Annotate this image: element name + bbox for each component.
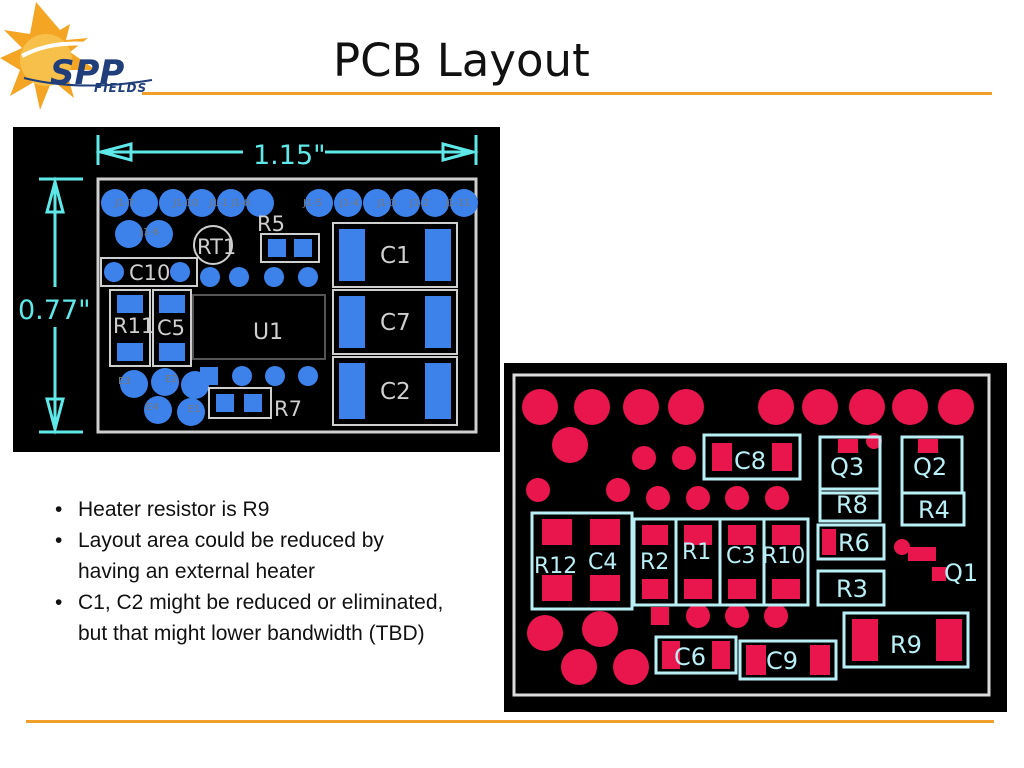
list-item: • C1, C2 might be reduced or eliminated, … xyxy=(48,587,448,649)
rt1-label: RT1 xyxy=(197,235,236,259)
c2-label: C2 xyxy=(380,379,411,405)
c3-label: C3 xyxy=(726,544,755,569)
board-outline xyxy=(96,177,478,434)
r7-label: R7 xyxy=(274,397,302,421)
sun-logo-icon: SPP FIELDS xyxy=(0,2,153,110)
bullet-dot-icon: • xyxy=(55,498,63,521)
c10-outline xyxy=(100,257,198,287)
spp-fields-logo: SPP FIELDS xyxy=(0,0,170,118)
u1-outline xyxy=(192,294,326,360)
q2-label: Q2 xyxy=(913,453,947,481)
pin-label: J1-6 xyxy=(139,227,159,238)
c1-label: C1 xyxy=(380,243,411,269)
pin-label: E4 xyxy=(146,402,159,413)
r6-label: R6 xyxy=(838,529,870,557)
pin-label: J1-10 xyxy=(172,198,199,209)
list-item: • Heater resistor is R9 xyxy=(48,494,448,525)
connector-pads xyxy=(101,189,478,426)
pin-label: J1-1 xyxy=(208,198,228,209)
pin-label: J1-11 xyxy=(444,198,471,209)
bullet-text: Layout area could be reduced by having a… xyxy=(78,529,384,583)
r3-label: R3 xyxy=(836,575,868,603)
rt1-outline xyxy=(193,225,233,265)
page-title: PCB Layout xyxy=(333,34,590,87)
bullet-list: • Heater resistor is R9 • Layout area coul… xyxy=(48,494,448,649)
c4-label: C4 xyxy=(588,550,617,575)
pin-label-group: J1-7 J1-10 J1-1 J1-8 J1-5 J1-4 J1-3 J1-2… xyxy=(114,198,471,415)
bullet-text: C1, C2 might be reduced or eliminated, b… xyxy=(78,591,444,645)
r1-label: R1 xyxy=(682,540,711,565)
r5-label: R5 xyxy=(257,212,285,236)
q1-label: Q1 xyxy=(944,559,978,587)
pcb-top-layer-image: 1.15" 0.77" J1-7 J1-10 J1-1 J1-8 J1-5 xyxy=(13,127,500,452)
c10-label: C10 xyxy=(129,261,170,285)
width-dimension xyxy=(95,135,479,165)
width-dimension-label: 1.15" xyxy=(253,140,326,171)
pin-label: J1-5 xyxy=(302,198,322,209)
c7-label: C7 xyxy=(380,310,411,336)
bullet-dot-icon: • xyxy=(55,591,63,614)
c5-label: C5 xyxy=(157,316,185,340)
q3-label: Q3 xyxy=(830,453,864,481)
pin-label: J1-7 xyxy=(114,198,134,209)
footer-divider xyxy=(26,720,994,723)
pin-label: J1-2 xyxy=(409,198,429,209)
title-divider xyxy=(142,92,992,95)
r10-label: R10 xyxy=(762,544,805,569)
logo-sub-text: FIELDS xyxy=(94,81,147,95)
board-outline xyxy=(512,373,991,697)
c9-label: C9 xyxy=(766,647,798,675)
height-dimension xyxy=(39,176,83,435)
bullet-text: Heater resistor is R9 xyxy=(78,498,270,521)
pin-label: E3 xyxy=(118,376,131,387)
logo-main-text: SPP xyxy=(50,53,124,93)
bullet-dot-icon: • xyxy=(55,529,63,552)
pin-label: J1-4 xyxy=(339,198,359,209)
r11-label: R11 xyxy=(113,314,154,338)
r9-label: R9 xyxy=(890,631,922,659)
c8-label: C8 xyxy=(734,447,766,475)
sun-disc-shape xyxy=(20,34,72,86)
r8-label: R8 xyxy=(836,491,868,519)
pcb-bottom-layer-image: C8 Q3 Q2 R8 R4 R6 R3 Q1 xyxy=(504,363,1007,712)
pin-label: E1 xyxy=(188,404,201,415)
r2-label: R2 xyxy=(640,550,669,575)
r12-label: R12 xyxy=(534,554,577,579)
pin-label: E2 xyxy=(165,374,178,385)
connector-pads xyxy=(522,389,974,685)
list-item: • Layout area could be reduced by having … xyxy=(48,525,448,587)
pin-label: J1-3 xyxy=(376,198,396,209)
r4-label: R4 xyxy=(918,496,950,524)
pin-label: J1-8 xyxy=(230,198,250,209)
u1-label: U1 xyxy=(253,320,283,345)
height-dimension-label: 0.77" xyxy=(18,295,91,326)
c6-label: C6 xyxy=(674,643,706,671)
